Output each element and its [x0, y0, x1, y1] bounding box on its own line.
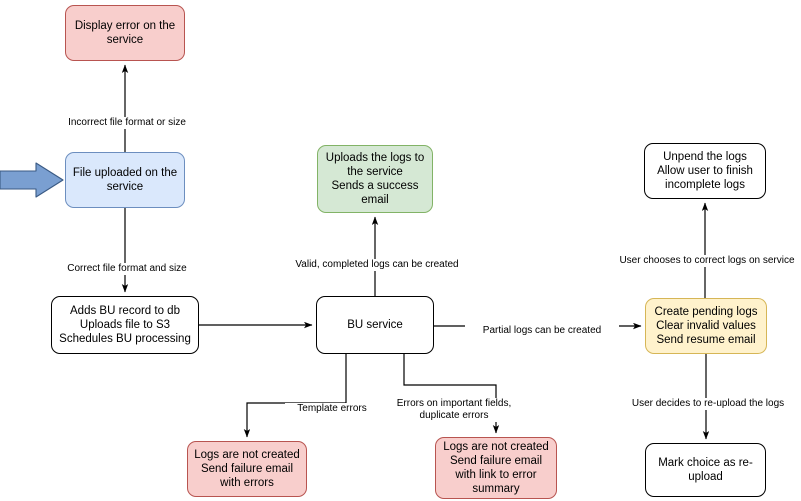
node-label: BU service: [347, 319, 403, 331]
edge-label-correct-file-format: Correct file format and size: [40, 263, 214, 275]
edge-label-user-chooses-to-correct: User chooses to correct logs on service: [595, 255, 801, 267]
edge-label-valid-completed-logs: Valid, completed logs can be created: [270, 259, 484, 271]
node-file-uploaded-on-the-service[interactable]: File uploaded on the service: [65, 152, 185, 208]
node-label: Logs are not created Send failure email …: [443, 441, 549, 495]
edge-bu-service-to-logs-not-created-template: [243, 354, 347, 438]
node-unpend-the-logs[interactable]: Unpend the logs Allow user to finish inc…: [644, 143, 766, 199]
node-label: Create pending logs Clear invalid values…: [654, 306, 758, 346]
node-logs-not-created-error-summary[interactable]: Logs are not created Send failure email …: [435, 437, 557, 499]
node-logs-not-created-template-errors[interactable]: Logs are not created Send failure email …: [187, 441, 307, 497]
node-label: Uploads the logs to the service Sends a …: [325, 152, 425, 206]
node-create-pending-logs[interactable]: Create pending logs Clear invalid values…: [645, 298, 767, 354]
node-uploads-the-logs[interactable]: Uploads the logs to the service Sends a …: [317, 145, 433, 213]
node-label: Display error on the service: [74, 20, 176, 46]
edge-label-errors-on-important-fields: Errors on important fields, duplicate er…: [382, 398, 526, 422]
node-label: Unpend the logs Allow user to finish inc…: [657, 151, 753, 191]
node-label: Mark choice as re- upload: [658, 457, 753, 483]
node-label: Logs are not created Send failure email …: [194, 449, 300, 489]
start-arrow-icon: [0, 162, 64, 198]
node-adds-bu-record[interactable]: Adds BU record to db Uploads file to S3 …: [51, 296, 199, 354]
edge-label-partial-logs: Partial logs can be created: [465, 325, 619, 337]
edge-label-user-decides-to-reupload: User decides to re-upload the logs: [606, 398, 801, 410]
node-display-error[interactable]: Display error on the service: [65, 5, 185, 61]
node-label: Adds BU record to db Uploads file to S3 …: [59, 305, 191, 345]
node-mark-choice-as-re-upload[interactable]: Mark choice as re- upload: [645, 443, 766, 497]
edge-label-template-errors: Template errors: [285, 403, 379, 415]
node-label: File uploaded on the service: [72, 167, 178, 193]
node-bu-service[interactable]: BU service: [316, 296, 434, 354]
edge-label-incorrect-file-format: Incorrect file format or size: [40, 117, 214, 129]
